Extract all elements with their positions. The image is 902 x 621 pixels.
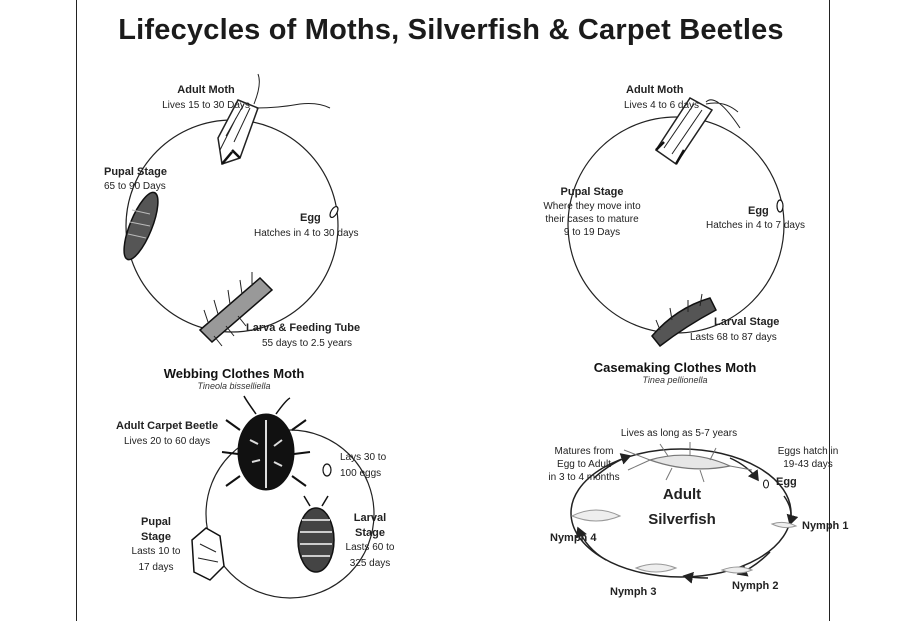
webbing-caption: Webbing Clothes Moth Tineola bisselliell… xyxy=(134,366,334,391)
beetle-larval-line1: Larval xyxy=(338,512,402,524)
silverfish-nymph2-label: Nymph 2 xyxy=(732,580,778,592)
casemaking-pupal-line1: Where they move into xyxy=(534,201,650,213)
casemaking-larva-title: Larval Stage xyxy=(714,316,779,328)
beetle-larva-illustration xyxy=(298,496,334,572)
casemaking-caption: Casemaking Clothes Moth Tinea pellionell… xyxy=(572,360,778,385)
webbing-larva-illustration xyxy=(200,272,272,346)
silverfish-egg-label: Egg xyxy=(776,476,797,488)
beetle-pupal-line2: Stage xyxy=(122,531,190,543)
webbing-pupa-illustration xyxy=(117,189,164,264)
casemaking-egg-desc: Hatches in 4 to 7 days xyxy=(706,220,805,232)
beetle-pupal-line1: Pupal xyxy=(122,516,190,528)
webbing-adult-title: Adult Moth xyxy=(154,84,258,96)
silverfish-mature-line1: Matures from xyxy=(538,446,630,458)
casemaking-name: Casemaking Clothes Moth xyxy=(572,360,778,375)
beetle-egg-line2: 100 eggs xyxy=(340,468,381,480)
beetle-egg-illustration xyxy=(323,464,331,476)
beetle-pupal-line3: Lasts 10 to xyxy=(122,546,190,558)
beetle-pupa-illustration xyxy=(192,528,224,580)
casemaking-scientific: Tinea pellionella xyxy=(572,375,778,385)
webbing-name: Webbing Clothes Moth xyxy=(134,366,334,381)
casemaking-adult-title: Adult Moth xyxy=(626,84,683,96)
casemaking-larva-desc: Lasts 68 to 87 days xyxy=(690,332,777,344)
casemaking-adult-desc: Lives 4 to 6 days xyxy=(624,100,699,112)
silverfish-nymph3-label: Nymph 3 xyxy=(610,586,656,598)
silverfish-nymph1-illustration xyxy=(772,522,796,527)
silverfish-nymph4-illustration xyxy=(572,510,620,521)
silverfish-lifespan: Lives as long as 5-7 years xyxy=(604,428,754,440)
casemaking-pupal-line2: their cases to mature xyxy=(534,214,650,226)
silverfish-center-line2: Silverfish xyxy=(632,511,732,528)
silverfish-nymph4-label: Nymph 4 xyxy=(550,532,596,544)
silverfish-hatch-line1: Eggs hatch in xyxy=(764,446,852,458)
casemaking-egg-title: Egg xyxy=(748,205,769,217)
beetle-larval-line2: Stage xyxy=(338,527,402,539)
webbing-egg-desc: Hatches in 4 to 30 days xyxy=(254,228,359,240)
silverfish-mature-line3: in 3 to 4 months xyxy=(538,472,630,484)
silverfish-mature-line2: Egg to Adult xyxy=(538,459,630,471)
beetle-adult-illustration xyxy=(222,396,310,490)
silverfish-nymph3-illustration xyxy=(636,564,676,572)
beetle-larval-line3: Lasts 60 to xyxy=(338,542,402,554)
beetle-adult-desc: Lives 20 to 60 days xyxy=(124,436,210,448)
beetle-larval-line4: 325 days xyxy=(338,558,402,570)
webbing-adult-desc: Lives 15 to 30 Days xyxy=(144,100,268,112)
beetle-adult-title: Adult Carpet Beetle xyxy=(116,420,218,432)
silverfish-center-line1: Adult xyxy=(632,486,732,503)
silverfish-nymph1-label: Nymph 1 xyxy=(802,520,848,532)
silverfish-hatch-line2: 19-43 days xyxy=(764,459,852,471)
beetle-egg-line1: Lays 30 to xyxy=(340,452,386,464)
silverfish-egg-illustration xyxy=(764,480,769,488)
webbing-larva-desc: 55 days to 2.5 years xyxy=(262,338,352,350)
webbing-egg-title: Egg xyxy=(300,212,321,224)
webbing-larva-title: Larva & Feeding Tube xyxy=(246,322,360,334)
casemaking-pupal-line3: 9 to 19 Days xyxy=(534,227,650,239)
casemaking-pupal-title: Pupal Stage xyxy=(534,186,650,198)
webbing-scientific: Tineola bisselliella xyxy=(134,381,334,391)
silverfish-adult-illustration xyxy=(624,442,752,482)
webbing-pupal-desc: 65 to 90 Days xyxy=(104,181,166,193)
casemaking-egg-illustration xyxy=(777,200,783,212)
webbing-pupal-title: Pupal Stage xyxy=(104,166,167,178)
beetle-pupal-line4: 17 days xyxy=(122,562,190,574)
